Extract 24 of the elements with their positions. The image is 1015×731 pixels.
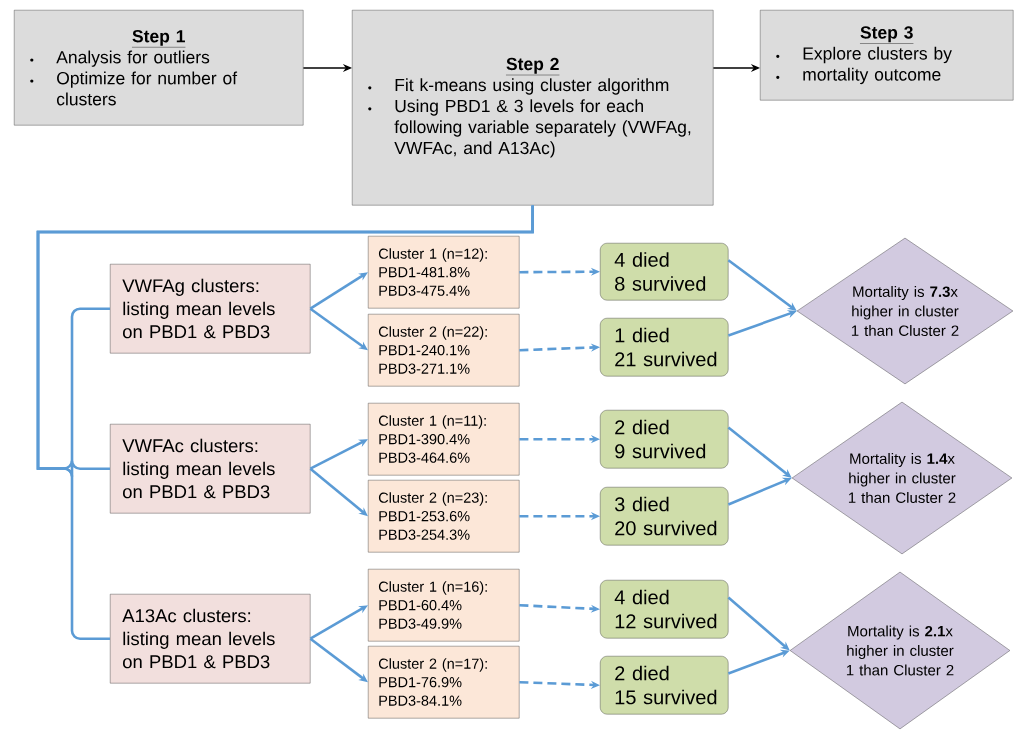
outcome-box: 1 died 21 survived [600,318,729,377]
step-box: Step 2 Fit k-means using cluster algorithm Using PBD1 & 3 levels for each following variable separately (VWFAg, VWFAc, and A13Ac) [352,10,714,206]
arrow [309,439,368,470]
variable-box: VWFAg clusters: listing mean levels on PBD1 & PBD3 [110,264,311,354]
cluster-box: Cluster 1 (n=12): PBD1-481.8% PBD3-475.4% [368,236,520,309]
cluster-box: Cluster 2 (n=22): PBD1-240.1% PBD3-271.1% [368,314,520,387]
arrow [309,272,368,310]
cluster-box: Cluster 1 (n=11): PBD1-390.4% PBD3-464.6% [368,403,520,476]
arrow [727,426,792,478]
cluster-box: Cluster 1 (n=16): PBD1-60.4% PBD3-49.9% [368,569,520,642]
variable-box: A13Ac clusters: listing mean levels on PBD1 & PBD3 [110,594,311,684]
outcome-box: 4 died 8 survived [600,243,729,301]
arrow [727,259,797,311]
step-box: Step 3 Explore clusters by mortality outcome [760,10,1014,101]
cluster-box: Cluster 2 (n=23): PBD1-253.6% PBD3-254.3% [368,480,520,553]
step-box: Step 1 Analysis for outliers Optimize for number of clusters [14,10,304,126]
arrow [309,605,368,640]
variable-box: VWFAc clusters: listing mean levels on PBD1 & PBD3 [110,424,311,514]
outcome-box: 4 died 12 survived [600,580,729,639]
cluster-box: Cluster 2 (n=17): PBD1-76.9% PBD3-84.1% [368,646,520,719]
outcome-box: 2 died 9 survived [600,410,729,469]
outcome-box: 3 died 20 survived [600,487,729,546]
outcome-box: 2 died 15 survived [600,656,729,715]
arrow [727,596,790,651]
